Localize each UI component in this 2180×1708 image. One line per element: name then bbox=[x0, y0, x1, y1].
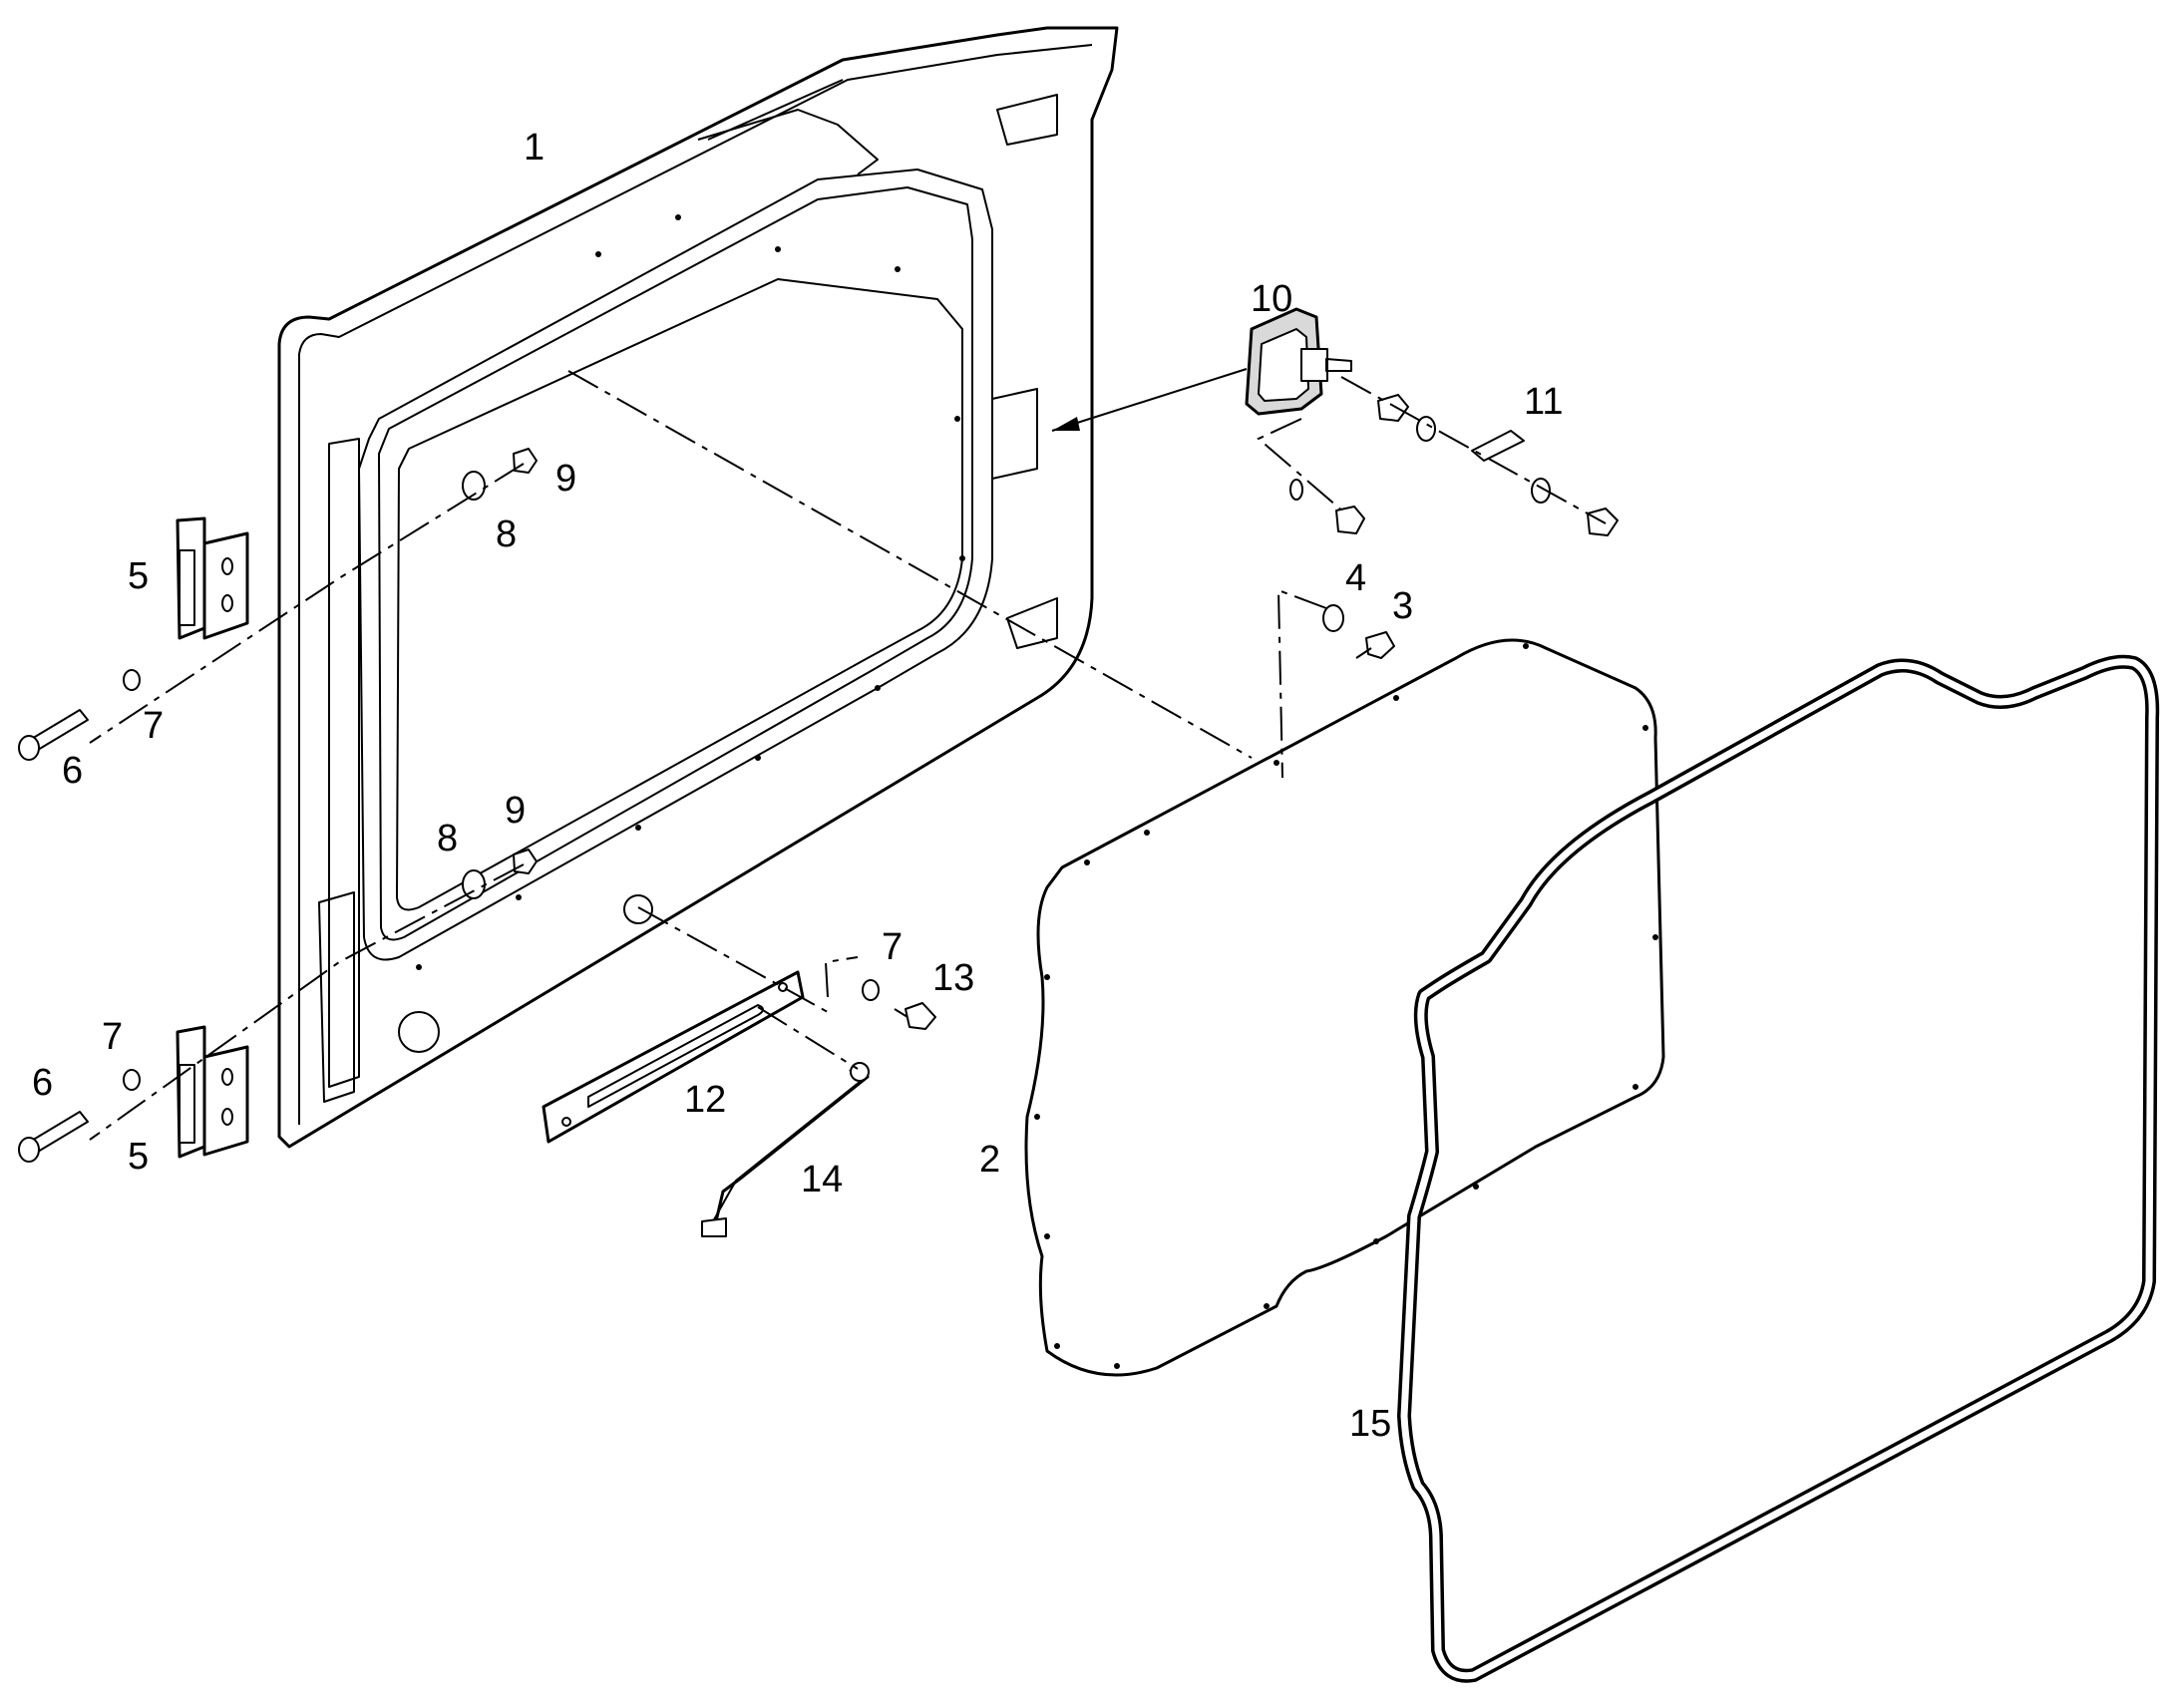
callout-3: 3 bbox=[1392, 585, 1413, 627]
rod-14 bbox=[701, 1006, 870, 1237]
centerline-frame-panel bbox=[567, 370, 1253, 759]
nut-9-lower bbox=[513, 849, 538, 874]
door-latch bbox=[1051, 307, 1352, 432]
callout-10: 10 bbox=[1251, 278, 1292, 320]
door-seal bbox=[1397, 654, 2160, 1683]
callout-6b: 6 bbox=[32, 1062, 53, 1104]
callout-8a: 8 bbox=[496, 513, 517, 555]
callout-14: 14 bbox=[801, 1159, 843, 1200]
callout-15: 15 bbox=[1349, 1403, 1391, 1445]
callout-9b: 9 bbox=[505, 790, 526, 832]
callout-5a: 5 bbox=[128, 555, 149, 597]
bolt-lower bbox=[18, 1111, 89, 1163]
latch-nut bbox=[1257, 418, 1365, 534]
nut-9-upper bbox=[513, 448, 538, 474]
callout-12: 12 bbox=[684, 1079, 726, 1121]
screw-13 bbox=[894, 1002, 936, 1030]
callout-2: 2 bbox=[979, 1139, 1000, 1181]
panel-screw-holes bbox=[1034, 643, 1658, 1369]
frame-screw-holes bbox=[416, 214, 965, 970]
callout-6a: 6 bbox=[62, 750, 83, 792]
callout-9a: 9 bbox=[555, 458, 576, 500]
callout-13: 13 bbox=[932, 957, 974, 999]
inner-panel bbox=[1024, 638, 1665, 1377]
washer-7-bracket bbox=[862, 979, 880, 1001]
callout-1: 1 bbox=[524, 127, 545, 169]
hinge-lower bbox=[176, 1025, 249, 1159]
door-frame bbox=[277, 26, 1119, 1149]
callout-8b: 8 bbox=[437, 818, 458, 859]
latch-hardware-11 bbox=[1340, 376, 1619, 536]
washer-7-upper bbox=[123, 669, 141, 691]
hinge-upper bbox=[176, 516, 249, 640]
callout-5b: 5 bbox=[128, 1136, 149, 1178]
callout-7c: 7 bbox=[882, 926, 903, 968]
screw-3-washer-4 bbox=[1276, 588, 1395, 779]
callout-4: 4 bbox=[1345, 557, 1366, 599]
washer-7-lower bbox=[123, 1069, 141, 1091]
callout-7a: 7 bbox=[143, 705, 164, 747]
washer-8-upper bbox=[462, 471, 486, 501]
bolt-upper bbox=[18, 709, 89, 761]
callout-7b: 7 bbox=[102, 1016, 123, 1058]
callout-11: 11 bbox=[1524, 381, 1563, 423]
bracket-12 bbox=[542, 970, 805, 1144]
